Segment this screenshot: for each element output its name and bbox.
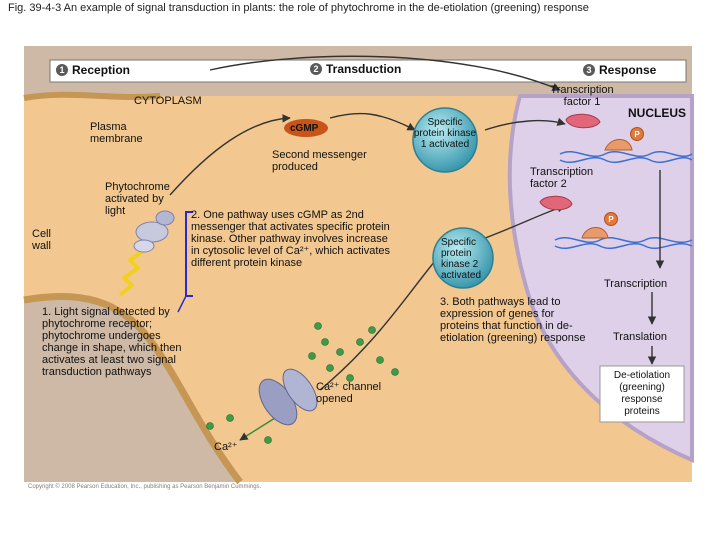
ca-ion-dot xyxy=(336,348,344,356)
ca-ion-dot xyxy=(346,374,354,382)
plasma-membrane-label: Plasma membrane xyxy=(90,121,143,145)
note-step-2: 2. One pathway uses cGMP as 2nd messenge… xyxy=(191,209,390,269)
proteins-label: De-etiolation (greening) response protei… xyxy=(613,370,671,417)
transduction-label: Transduction xyxy=(326,62,402,76)
cgmp-label: cGMP xyxy=(290,123,319,134)
transcription-label: Transcription xyxy=(604,278,668,290)
ca-ion-dot xyxy=(356,338,364,346)
kinase2-sphere xyxy=(432,227,494,289)
arrow-ca-to-kinase2 xyxy=(319,254,441,391)
kinase1-sphere xyxy=(412,107,478,173)
tf2-label: Transcription factor 2 xyxy=(530,166,594,190)
nucleus-label: NUCLEUS xyxy=(628,106,687,120)
ca-channel xyxy=(258,368,318,426)
tf2-shape xyxy=(539,195,609,239)
light-signal-zigzag xyxy=(118,248,146,297)
step-reception: 1 Reception xyxy=(56,63,130,77)
step-number-2: 2 xyxy=(310,63,322,75)
step-transduction: 2 Transduction xyxy=(310,62,401,76)
step-number-3: 3 xyxy=(583,64,595,76)
ca-ion-dot xyxy=(376,356,384,364)
ca-ion-dot xyxy=(308,352,316,360)
second-messenger-label: Second messenger produced xyxy=(272,149,367,173)
arrow-ca-entry xyxy=(239,417,276,441)
ca-ion-label: Ca²⁺ xyxy=(214,441,238,453)
arrow-kinase1-to-tf1 xyxy=(484,117,566,131)
translation-label: Translation xyxy=(613,331,668,343)
reception-label: Reception xyxy=(72,63,131,77)
ca-ion-dot xyxy=(326,364,334,372)
tf1-label: Transcription factor 1 xyxy=(550,84,614,108)
proteins-box xyxy=(599,365,685,423)
step-number-1: 1 xyxy=(56,64,68,76)
dna-strand-upper xyxy=(559,151,693,163)
arrow-transduction xyxy=(209,55,561,91)
response-label: Response xyxy=(599,63,657,77)
ca-ion-dot xyxy=(321,338,329,346)
copyright-text: Copyright © 2008 Pearson Education, Inc.… xyxy=(28,484,262,490)
ca-channel-label: Ca²⁺ channel opened xyxy=(316,381,382,405)
ca-ion-dot xyxy=(314,322,322,330)
arrow-to-kinase1 xyxy=(329,112,416,131)
ca-ion-dot xyxy=(368,326,376,334)
tf1-shape xyxy=(565,113,633,151)
ca-ion-dot xyxy=(264,436,272,444)
arrow-to-cgmp xyxy=(169,114,291,196)
step-response: 3 Response xyxy=(583,63,656,77)
cell-wall-label: Cell wall xyxy=(32,228,51,252)
dna-strand-lower xyxy=(554,237,693,249)
phytochrome-label: Phytochrome activated by light xyxy=(105,181,170,217)
kinase1-label: Specific protein kinase 1 activated xyxy=(413,117,477,150)
phosphate-badge-2: P xyxy=(604,212,618,226)
phosphate-badge-1: P xyxy=(630,127,644,141)
ca-ion-dot xyxy=(226,414,234,422)
phytochrome-receptor xyxy=(133,210,175,253)
note-step-1: 1. Light signal detected by phytochrome … xyxy=(42,306,182,378)
note2-bracket xyxy=(185,211,193,297)
ca-ion-dot xyxy=(391,368,399,376)
step-header-bar xyxy=(49,59,687,83)
kinase2-label: Specific protein kinase 2 activated xyxy=(441,237,482,281)
cgmp-molecule xyxy=(284,119,328,137)
plasma-membrane-line xyxy=(23,292,243,485)
ca-ion-dot xyxy=(206,422,214,430)
cytoplasm-label: CYTOPLASM xyxy=(134,95,202,107)
note-step-3: 3. Both pathways lead to expression of g… xyxy=(440,296,586,344)
figure-title: Fig. 39-4-3 An example of signal transdu… xyxy=(8,2,589,14)
